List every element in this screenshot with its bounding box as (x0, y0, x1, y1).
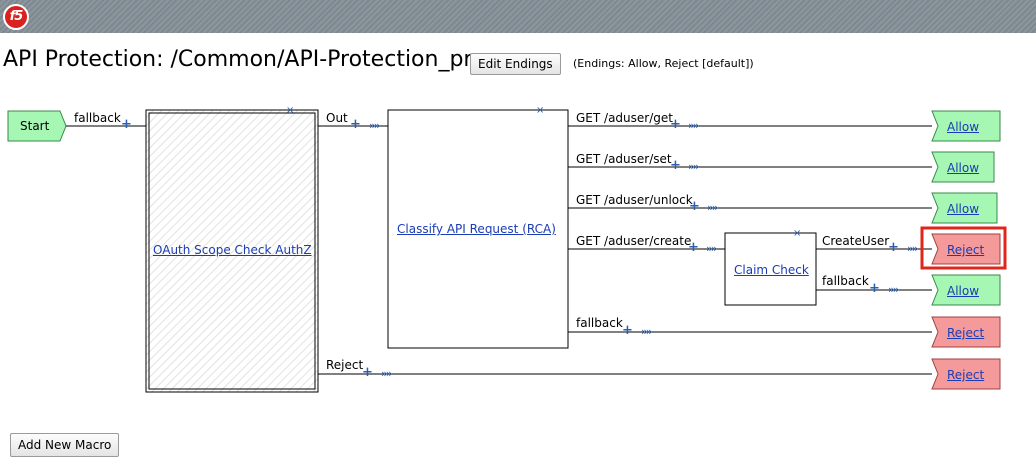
macro-claimcheck-link[interactable]: Claim Check (734, 263, 809, 277)
ending-reject-2 (931, 316, 1001, 348)
double-arrow-icon[interactable]: »» (369, 119, 381, 132)
double-arrow-icon[interactable]: »» (688, 160, 700, 173)
branch-label-set: GET /aduser/set (576, 152, 672, 166)
macro-oauth-box (145, 109, 319, 393)
ending-reject-link[interactable]: Reject (947, 326, 985, 340)
start-branch-label: fallback (74, 111, 121, 125)
ending-allow-1 (931, 110, 1001, 142)
insert-plus-icon[interactable]: + (622, 323, 633, 338)
insert-plus-icon[interactable]: + (670, 158, 681, 173)
ending-reject-link[interactable]: Reject (947, 243, 985, 257)
ending-allow-2 (931, 151, 995, 183)
ending-allow-link[interactable]: Allow (947, 284, 980, 298)
f5-logo: f5 (3, 4, 29, 30)
insert-plus-icon[interactable]: + (362, 365, 373, 380)
endings-note: (Endings: Allow, Reject [default]) (573, 57, 754, 70)
insert-plus-icon[interactable]: + (869, 281, 880, 296)
double-arrow-icon[interactable]: »» (907, 242, 919, 255)
ending-reject-3 (931, 358, 1001, 390)
ending-allow-4 (931, 274, 1001, 306)
top-banner: f5 (0, 0, 1036, 33)
oauth-out-label: Out (326, 111, 348, 125)
insert-plus-icon[interactable]: + (670, 117, 681, 132)
page-title: API Protection: /Common/API-Protection_p… (3, 47, 487, 72)
macro-claimcheck-box (724, 232, 817, 306)
ending-reject-link[interactable]: Reject (947, 368, 985, 382)
macro-classify-link[interactable]: Classify API Request (RCA) (397, 222, 556, 236)
delete-x-icon[interactable]: × (286, 105, 295, 116)
insert-plus-icon[interactable]: + (121, 117, 132, 132)
claim-createuser-label: CreateUser (822, 234, 890, 248)
double-arrow-icon[interactable]: »» (888, 283, 900, 296)
macro-classify-box (387, 109, 569, 349)
add-new-macro-button[interactable]: Add New Macro (10, 433, 120, 457)
edit-endings-button[interactable]: Edit Endings (470, 53, 561, 75)
double-arrow-icon[interactable]: »» (688, 119, 700, 132)
macro-oauth-link[interactable]: OAuth Scope Check AuthZ (153, 243, 312, 257)
ending-reject-1 (931, 233, 1001, 265)
double-arrow-icon[interactable]: »» (381, 367, 393, 380)
start-node (7, 110, 67, 142)
ending-allow-3 (931, 192, 998, 224)
ending-allow-link[interactable]: Allow (947, 161, 980, 175)
double-arrow-icon[interactable]: »» (706, 242, 718, 255)
insert-plus-icon[interactable]: + (888, 240, 899, 255)
claim-fallback-label: fallback (822, 274, 869, 288)
double-arrow-icon[interactable]: »» (641, 325, 653, 338)
oauth-reject-label: Reject (326, 358, 364, 372)
branch-label-create: GET /aduser/create (576, 234, 692, 248)
insert-plus-icon[interactable]: + (350, 117, 361, 132)
start-label: Start (20, 119, 50, 133)
delete-x-icon[interactable]: × (793, 228, 802, 239)
ending-allow-link[interactable]: Allow (947, 202, 980, 216)
ending-allow-link[interactable]: Allow (947, 120, 980, 134)
branch-label-fallback: fallback (576, 316, 623, 330)
double-arrow-icon[interactable]: »» (707, 201, 719, 214)
delete-x-icon[interactable]: × (536, 105, 545, 116)
branch-label-get: GET /aduser/get (576, 111, 673, 125)
highlight-box (920, 226, 1007, 270)
branch-label-unlock: GET /aduser/unlock (576, 193, 693, 207)
insert-plus-icon[interactable]: + (689, 199, 700, 214)
insert-plus-icon[interactable]: + (688, 240, 699, 255)
